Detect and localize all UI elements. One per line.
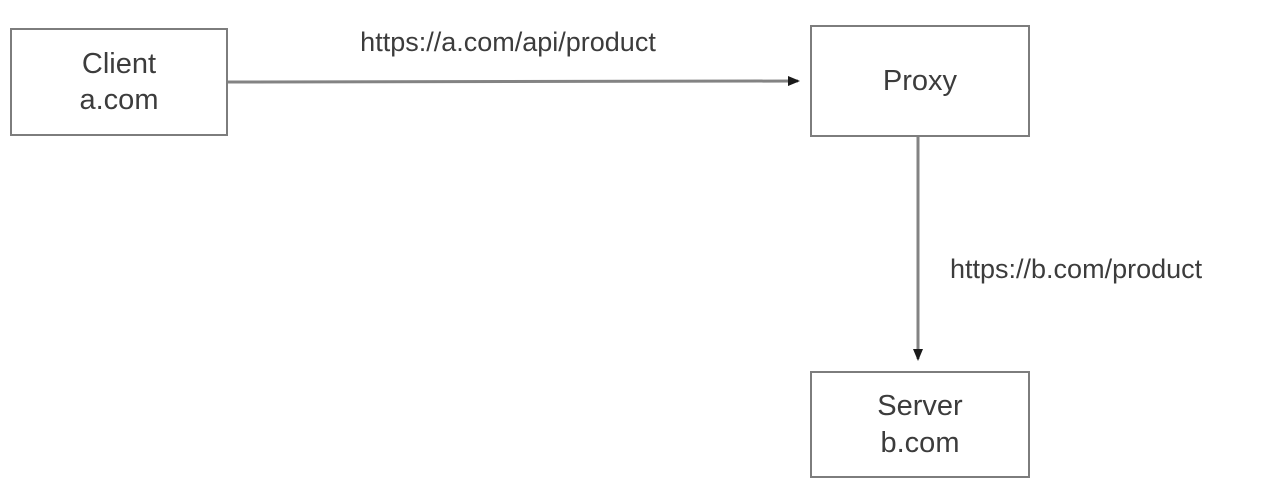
edge-label-proxy-to-server: https://b.com/product xyxy=(950,254,1203,284)
node-proxy: Proxy xyxy=(810,25,1030,137)
node-client: Client a.com xyxy=(10,28,228,136)
node-server-title: Server xyxy=(877,390,963,423)
node-server-subtitle: b.com xyxy=(880,426,960,459)
edge-label-client-to-proxy: https://a.com/api/product xyxy=(360,27,656,57)
node-server: Server b.com xyxy=(810,371,1030,478)
arrow-client-to-proxy xyxy=(227,76,800,87)
node-client-subtitle: a.com xyxy=(79,84,159,116)
node-proxy-title: Proxy xyxy=(882,64,958,97)
node-client-title: Client xyxy=(81,47,157,80)
